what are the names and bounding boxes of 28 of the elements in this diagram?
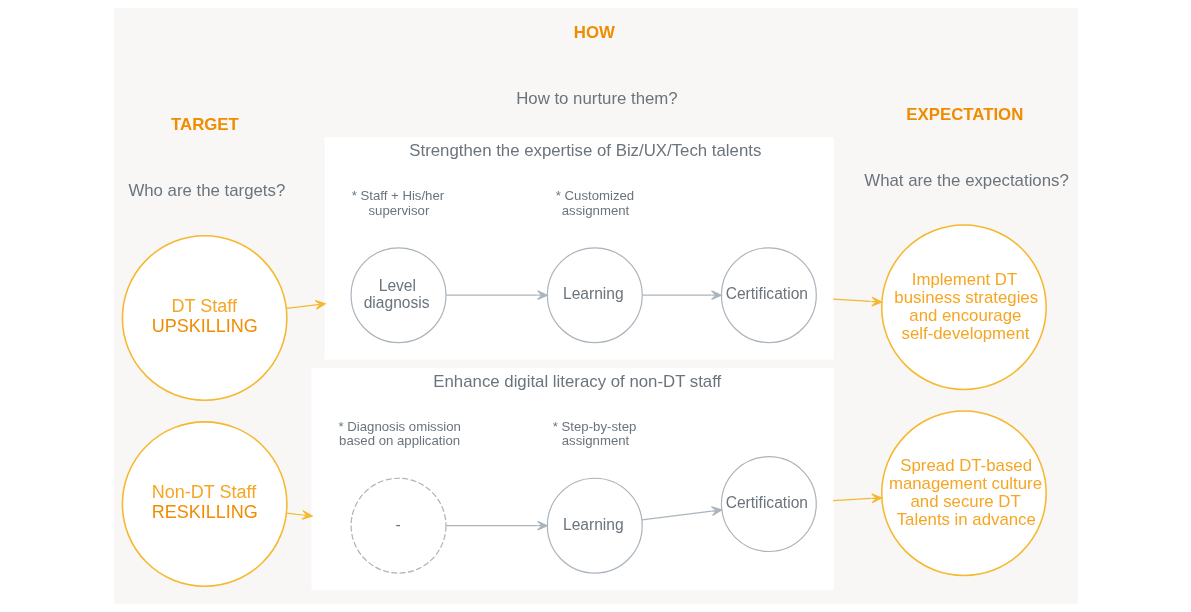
- node-circle: Learning: [546, 247, 643, 344]
- label: TARGET: [170, 115, 239, 135]
- arrow: [285, 510, 313, 520]
- arrow: [832, 296, 882, 307]
- label: Who are the targets?: [127, 181, 285, 201]
- arrow: [285, 300, 326, 310]
- node-circle: Implement DT business strategies and encourage self-development: [880, 224, 1047, 391]
- node-circle: Certification: [720, 247, 817, 344]
- arrow: [832, 493, 882, 504]
- node-circle: DT Staff UPSKILLING: [121, 235, 288, 401]
- label: How to nurture them?: [515, 88, 678, 108]
- label: What are the expectations?: [863, 170, 1069, 190]
- node-circle: Certification: [720, 456, 817, 553]
- label: EXPECTATION: [905, 104, 1023, 124]
- node-label: * Customized assignment: [555, 188, 634, 218]
- node-circle: Learning: [546, 477, 643, 574]
- arrow: [445, 520, 548, 531]
- arrow: [640, 506, 722, 521]
- node-label: * Step-by-step assignment: [552, 418, 636, 449]
- arrow: [641, 290, 722, 301]
- node-circle: Level diagnosis: [350, 247, 447, 344]
- node-circle: Non-DT Staff RESKILLING: [121, 421, 288, 588]
- node-label: * Staff + His/her supervisor: [351, 188, 444, 218]
- node-label: * Diagnosis omission based on application: [337, 418, 461, 449]
- label: HOW: [573, 22, 615, 42]
- node-circle: Spread DT-based management culture and secure DT Talents in advance: [880, 410, 1047, 577]
- arrow: [445, 290, 548, 301]
- node-circle: -: [350, 477, 447, 574]
